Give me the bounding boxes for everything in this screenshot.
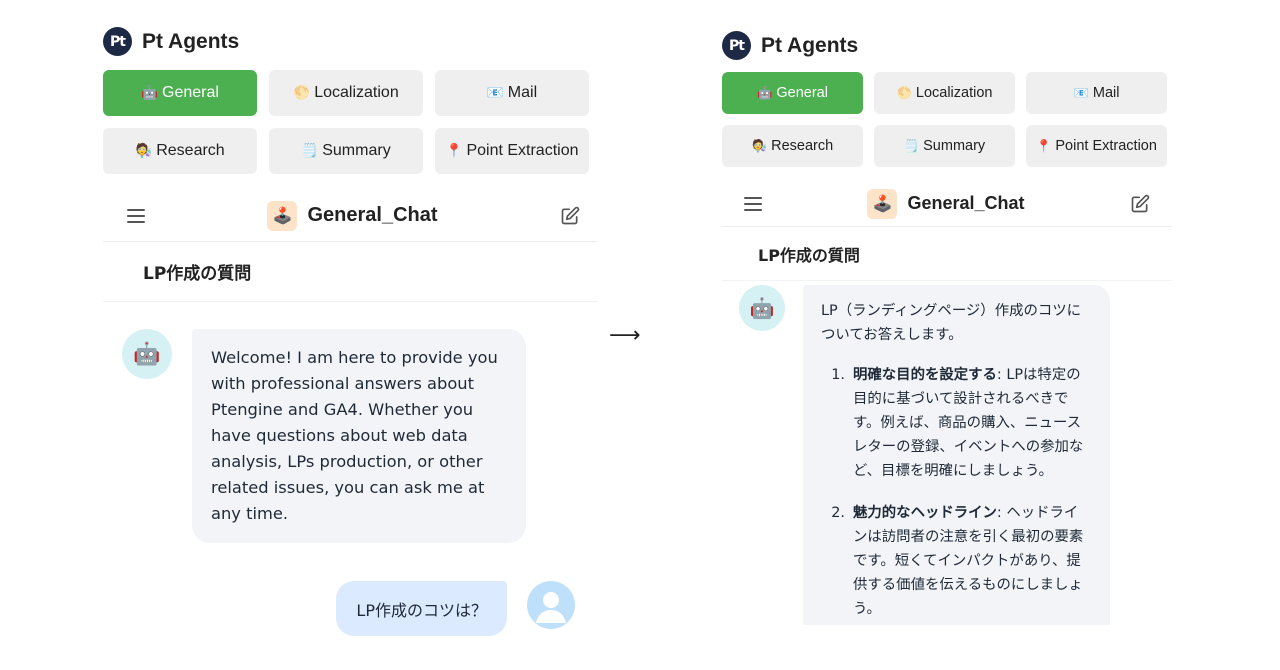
agent-button-summary[interactable]: 🗒️Summary bbox=[874, 125, 1015, 167]
agent-grid: 🤖 General 🌕Localization 📧Mail 🧑‍🔬Research… bbox=[103, 70, 589, 174]
agent-button-localization[interactable]: 🌕Localization bbox=[874, 72, 1015, 114]
notepad-icon: 🗒️ bbox=[301, 143, 319, 158]
list-text: 魅力的なヘッドライン: ヘッドラインは訪問者の注意を引く最初の要素です。短くてイ… bbox=[853, 501, 1092, 621]
pin-icon: 📍 bbox=[1036, 138, 1052, 153]
scientist-icon: 🧑‍🔬 bbox=[135, 143, 153, 158]
menu-icon[interactable] bbox=[744, 196, 762, 211]
list-item: 2. 魅力的なヘッドライン: ヘッドラインは訪問者の注意を引く最初の要素です。短… bbox=[821, 501, 1092, 621]
list-text: 明確な目的を設定する: LPは特定の目的に基づいて設計されるべきです。例えば、商… bbox=[853, 363, 1092, 483]
bot-answer-bubble: LP（ランディングページ）作成のコツについてお答えします。 1. 明確な目的を設… bbox=[803, 285, 1110, 625]
bot-message: 🤖 Welcome! I am here to provide you with… bbox=[103, 329, 598, 543]
agent-label: Point Extraction bbox=[466, 142, 579, 159]
point-body: : LPは特定の目的に基づいて設計されるべきです。例えば、商品の購入、ニュースレ… bbox=[853, 367, 1084, 479]
agent-button-localization[interactable]: 🌕Localization bbox=[269, 70, 423, 116]
agent-button-research[interactable]: 🧑‍🔬Research bbox=[103, 128, 257, 174]
joystick-icon: 🕹️ bbox=[267, 200, 298, 231]
bot-message: 🤖 LP（ランディングページ）作成のコツについてお答えします。 1. 明確な目的… bbox=[722, 285, 1172, 625]
brand-name: Pt Agents bbox=[761, 33, 859, 57]
scientist-icon: 🧑‍🔬 bbox=[751, 138, 768, 153]
brand: Pt Pt Agents bbox=[103, 27, 598, 56]
bot-avatar-icon: 🤖 bbox=[739, 285, 785, 331]
agent-label: Summary bbox=[322, 142, 391, 159]
point-body: : ヘッドラインは訪問者の注意を引く最初の要素です。短くてインパクトがあり、提供… bbox=[853, 505, 1084, 617]
edit-icon[interactable] bbox=[1130, 194, 1150, 214]
agent-button-general[interactable]: 🤖 General bbox=[103, 70, 257, 116]
pin-icon: 📍 bbox=[445, 143, 463, 158]
chat-title: General_Chat bbox=[907, 193, 1025, 213]
arrow-icon: ⟶ bbox=[609, 323, 641, 348]
edit-icon[interactable] bbox=[560, 206, 580, 226]
list-number: 1. bbox=[831, 367, 845, 383]
conversation-title: LP作成の質問 bbox=[722, 227, 1172, 281]
moon-icon: 🌕 bbox=[293, 85, 311, 100]
agent-label: Localization bbox=[314, 84, 399, 101]
agent-label: Summary bbox=[923, 138, 986, 154]
agent-label: Localization bbox=[915, 85, 993, 101]
agent-button-general[interactable]: 🤖General bbox=[722, 72, 863, 114]
moon-icon: 🌕 bbox=[896, 85, 912, 100]
agent-button-mail[interactable]: 📧Mail bbox=[435, 70, 589, 116]
mail-icon: 📧 bbox=[1073, 85, 1089, 100]
list-number: 2. bbox=[831, 505, 845, 521]
point-title: 明確な目的を設定する bbox=[853, 367, 997, 383]
bot-avatar-icon: 🤖 bbox=[122, 329, 172, 379]
mail-icon: 📧 bbox=[486, 85, 504, 100]
agent-label: General bbox=[162, 84, 219, 101]
agent-button-mail[interactable]: 📧Mail bbox=[1026, 72, 1167, 114]
agent-label: Mail bbox=[507, 84, 538, 101]
notepad-icon: 🗒️ bbox=[903, 138, 920, 153]
list-item: 1. 明確な目的を設定する: LPは特定の目的に基づいて設計されるべきです。例え… bbox=[821, 363, 1092, 483]
pt-logo: Pt bbox=[103, 27, 132, 56]
menu-icon[interactable] bbox=[127, 208, 145, 223]
answer-list: 1. 明確な目的を設定する: LPは特定の目的に基づいて設計されるべきです。例え… bbox=[821, 363, 1092, 621]
chat-title-group: 🕹️ General_Chat bbox=[267, 200, 438, 231]
pt-logo: Pt bbox=[722, 31, 751, 60]
right-panel: Pt Pt Agents 🤖General 🌕Localization 📧Mai… bbox=[722, 0, 1172, 670]
agent-label: Point Extraction bbox=[1055, 138, 1157, 154]
brand: Pt Pt Agents bbox=[722, 31, 1172, 60]
agent-label: Research bbox=[771, 138, 834, 154]
agent-label: Mail bbox=[1092, 85, 1120, 101]
brand-name: Pt Agents bbox=[142, 29, 240, 53]
user-avatar-icon bbox=[527, 581, 575, 629]
chat-title-group: 🕹️ General_Chat bbox=[867, 188, 1025, 219]
chat-header: 🕹️ General_Chat bbox=[722, 181, 1172, 227]
conversation-title: LP作成の質問 bbox=[103, 242, 598, 302]
answer-intro: LP（ランディングページ）作成のコツについてお答えします。 bbox=[821, 303, 1082, 343]
agent-button-point-extraction[interactable]: 📍Point Extraction bbox=[435, 128, 589, 174]
agent-button-research[interactable]: 🧑‍🔬Research bbox=[722, 125, 863, 167]
left-panel: Pt Pt Agents 🤖 General 🌕Localization 📧Mai… bbox=[103, 0, 598, 670]
bot-message-bubble: Welcome! I am here to provide you with p… bbox=[192, 329, 526, 543]
agent-button-summary[interactable]: 🗒️Summary bbox=[269, 128, 423, 174]
point-title: 魅力的なヘッドライン bbox=[853, 505, 997, 521]
agent-button-point-extraction[interactable]: 📍Point Extraction bbox=[1026, 125, 1167, 167]
agent-label: Research bbox=[156, 142, 225, 159]
agent-grid: 🤖General 🌕Localization 📧Mail 🧑‍🔬Research… bbox=[722, 72, 1167, 167]
user-message-bubble: LP作成のコツは？ bbox=[336, 581, 507, 636]
chat-header: 🕹️ General_Chat bbox=[103, 190, 598, 242]
agent-label: General bbox=[776, 85, 828, 101]
chat-title: General_Chat bbox=[307, 204, 438, 226]
robot-icon: 🤖 bbox=[141, 85, 158, 100]
user-message: LP作成のコツは？ bbox=[103, 581, 598, 636]
joystick-icon: 🕹️ bbox=[867, 188, 898, 219]
robot-icon: 🤖 bbox=[757, 85, 773, 100]
